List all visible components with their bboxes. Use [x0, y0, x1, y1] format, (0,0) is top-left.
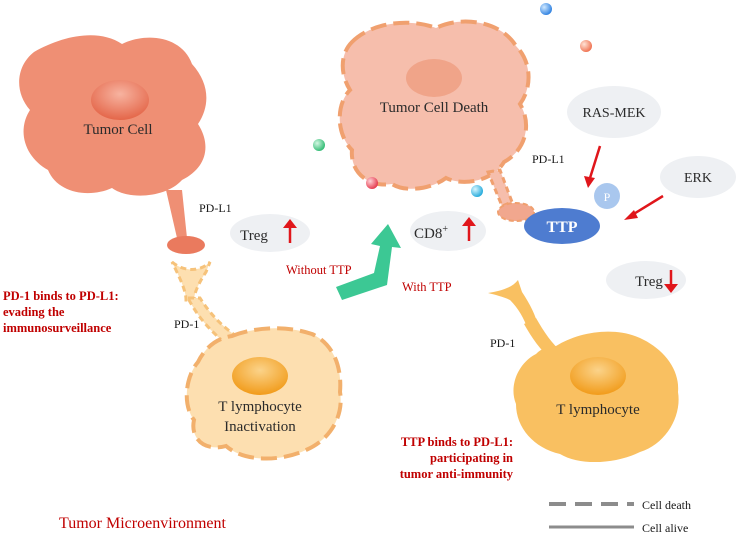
particle-salmon — [580, 40, 592, 52]
pd-1-cup-left — [170, 260, 212, 302]
ttp-label: TTP — [546, 219, 577, 236]
tumor-cell-death-label: Tumor Cell Death — [380, 100, 489, 116]
ras-mek-badge: RAS-MEK — [567, 86, 661, 138]
tumor-cell-nucleus — [91, 80, 149, 120]
arrow-up-icon — [462, 217, 476, 241]
t-lymphocyte: T lymphocyte — [488, 280, 679, 463]
cd8-label: CD8 — [414, 226, 442, 242]
t-lymphocyte-body — [513, 331, 679, 463]
arrow-down-icon — [664, 270, 678, 293]
ttp-binding-annotation-line2: participating in — [430, 451, 513, 465]
t-lymphocyte-inactivation-label-line1: T lymphocyte — [218, 399, 302, 415]
pd-l1-stalk-right — [485, 168, 514, 208]
treg-up-label: Treg — [240, 228, 268, 244]
erk-badge: ERK — [660, 156, 736, 198]
with-ttp-label: With TTP — [402, 280, 452, 294]
pd1-binding-annotation-line1: PD-1 binds to PD-L1: — [3, 289, 119, 303]
t-lymphocyte-nucleus — [570, 357, 626, 395]
ras-mek-arrow-icon — [584, 145, 602, 188]
erk-ellipse — [660, 156, 736, 198]
t-lymphocyte-inactivation-label-line2: Inactivation — [224, 419, 296, 435]
erk-label: ERK — [684, 171, 712, 186]
tumor-cell-death-nucleus — [406, 59, 462, 97]
pd-l1-receptor-right — [497, 202, 535, 222]
particle-green — [313, 139, 325, 151]
pd-1-cup-right — [488, 280, 538, 330]
cd8-superscript: + — [442, 224, 448, 235]
legend-cell-alive-label: Cell alive — [642, 521, 688, 535]
ttp-binding-annotation-line1: TTP binds to PD-L1: — [401, 435, 513, 449]
pd-1-label-right: PD-1 — [490, 336, 515, 350]
green-up-arrow — [336, 224, 401, 300]
pd1-binding-annotation-line2: evading the — [3, 305, 65, 319]
treg-down-badge: Treg — [606, 261, 686, 299]
tumor-cell-label: Tumor Cell — [83, 122, 152, 138]
treg-down-ellipse — [606, 261, 686, 299]
pd-l1-receptor-left — [167, 236, 205, 254]
tumor-microenvironment-title: Tumor Microenvironment — [59, 515, 227, 532]
pd-1-label-left: PD-1 — [174, 317, 199, 331]
pd1-binding-annotation-line3: immunosurveillance — [3, 321, 112, 335]
cd8-badge: CD8+ — [410, 211, 486, 251]
tumor-cell: Tumor Cell — [19, 35, 207, 254]
t-lymphocyte-label: T lymphocyte — [556, 402, 640, 418]
tumor-cell-death: Tumor Cell Death — [337, 19, 535, 222]
pd-l1-label-left: PD-L1 — [199, 201, 232, 215]
erk-arrow-icon — [624, 194, 664, 220]
treg-up-badge: Treg — [230, 214, 310, 252]
ras-mek-label: RAS-MEK — [582, 106, 645, 121]
legend-cell-death-label: Cell death — [642, 498, 691, 512]
arrow-up-icon — [283, 219, 297, 243]
treg-down-label: Treg — [635, 274, 663, 290]
cd8-text: CD8+ — [414, 224, 448, 242]
ras-mek-ellipse — [567, 86, 661, 138]
legend: Cell death Cell alive — [549, 498, 691, 535]
particle-blue — [540, 3, 552, 15]
t-lymphocyte-inactivation: T lymphocyte Inactivation — [170, 260, 343, 461]
pd-l1-label-right: PD-L1 — [532, 152, 565, 166]
without-ttp-label: Without TTP — [286, 263, 352, 277]
ttp-binding-annotation-line3: tumor anti-immunity — [400, 467, 514, 481]
pd-l1-stalk-left — [166, 190, 187, 238]
phosphate-circle — [594, 183, 620, 209]
ttp-complex: TTP P — [524, 183, 620, 244]
ttp-ellipse — [524, 208, 600, 244]
particle-cyan — [471, 185, 483, 197]
phosphate-label: P — [604, 190, 611, 204]
t-lymphocyte-inactivation-nucleus — [232, 357, 288, 395]
particle-red — [366, 177, 378, 189]
